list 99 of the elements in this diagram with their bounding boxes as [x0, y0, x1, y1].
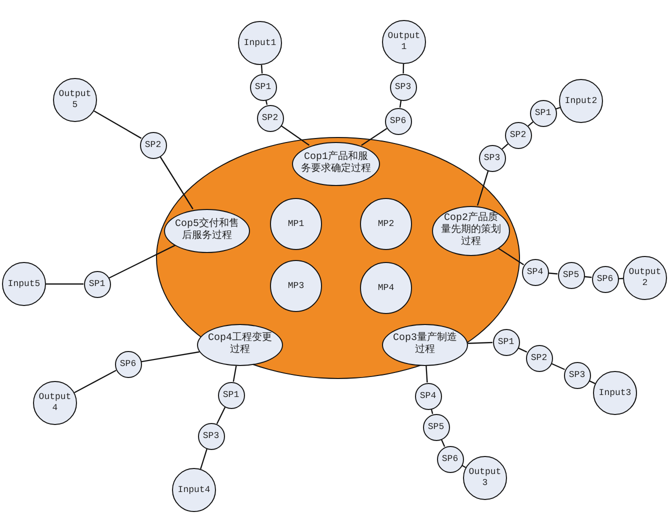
node-label: SP5	[428, 422, 444, 432]
connector-line	[476, 170, 489, 206]
node-label: Cop4工程变更过程	[206, 333, 273, 357]
step-circle	[530, 100, 556, 126]
io-circle	[382, 20, 426, 64]
io-circle	[593, 371, 637, 415]
node-label: SP3	[202, 430, 220, 442]
step-circle	[218, 382, 244, 408]
connector-line	[502, 143, 508, 150]
node-label: Input4	[178, 484, 210, 496]
connector-line	[94, 110, 142, 139]
node-label: MP1	[288, 218, 304, 230]
node-label: Input1	[244, 38, 276, 48]
connector-line	[216, 406, 226, 424]
process-ellipse	[164, 209, 250, 253]
connector-line	[74, 370, 116, 394]
step-circle	[198, 422, 224, 450]
node-label: Output 4	[38, 392, 72, 414]
connector-line	[584, 276, 592, 278]
step-circle	[256, 104, 284, 132]
connector-line	[551, 362, 565, 370]
connector-line	[160, 156, 194, 210]
node-label: SP1	[254, 82, 272, 92]
node-label: SP3	[568, 370, 586, 380]
process-circle	[270, 260, 322, 312]
node-label: SP4	[526, 266, 544, 278]
connector-line	[141, 351, 200, 362]
node-label: MP2	[378, 218, 394, 230]
node-label: Output 3	[468, 467, 502, 489]
node-label: Output 2	[628, 267, 662, 289]
step-circle	[384, 108, 412, 134]
connector-line	[497, 247, 524, 266]
node-label: SP6	[442, 454, 458, 464]
node-label: Output 1	[386, 31, 422, 53]
node-label: SP1	[88, 278, 106, 290]
node-label: Input3	[598, 388, 632, 398]
node-label: MP4	[378, 282, 394, 294]
io-circle	[172, 468, 216, 512]
connector-line	[426, 366, 428, 383]
connector-line	[548, 272, 558, 274]
step-circle	[558, 262, 584, 288]
node-label: Input5	[8, 278, 40, 290]
step-circle	[592, 266, 618, 292]
node-label: SP1	[534, 108, 552, 118]
node-label: SP6	[596, 274, 614, 284]
step-circle	[504, 122, 532, 148]
node-label: SP6	[390, 116, 406, 126]
process-circle	[270, 198, 322, 250]
io-circle	[2, 262, 46, 306]
node-label: Cop5交付和售后服务过程	[174, 219, 240, 243]
step-circle	[422, 414, 450, 440]
node-label: Cop2产品质量先期的策划过程	[440, 213, 502, 249]
io-circle	[33, 381, 77, 425]
node-label: SP4	[420, 390, 436, 402]
step-circle	[250, 74, 276, 100]
node-label: SP3	[394, 82, 412, 92]
io-circle	[53, 78, 97, 122]
connector-line	[46, 283, 84, 285]
node-label: SP5	[562, 270, 580, 280]
node-label: SP2	[530, 352, 548, 364]
process-circle	[360, 198, 412, 250]
node-label: Cop1产品和服务要求确定过程	[301, 152, 371, 176]
connector-line	[399, 100, 402, 108]
connector-line	[518, 347, 528, 353]
connector-line	[108, 244, 176, 279]
step-circle	[84, 270, 110, 298]
step-circle	[114, 350, 142, 378]
io-circle	[559, 79, 603, 123]
connector-line	[260, 64, 263, 74]
connector-line	[361, 128, 388, 146]
step-circle	[390, 74, 416, 100]
step-circle	[436, 446, 464, 472]
connector-line	[402, 64, 404, 74]
node-label: Output 5	[58, 89, 92, 111]
node-label: SP2	[144, 140, 162, 150]
node-label: SP2	[262, 112, 278, 124]
node-label: SP1	[222, 390, 240, 400]
step-circle	[564, 362, 590, 388]
step-circle	[522, 258, 548, 286]
connector-line	[468, 342, 493, 344]
connector-line	[528, 121, 534, 127]
node-label: SP3	[484, 152, 500, 164]
node-label: SP1	[498, 336, 514, 348]
io-circle	[623, 256, 667, 300]
connector-line	[280, 125, 310, 146]
process-ellipse	[432, 206, 510, 256]
connector-line	[232, 366, 237, 382]
node-label: Cop3量产制造过程	[392, 333, 458, 357]
connector-line	[200, 448, 208, 470]
node-label: MP3	[288, 280, 304, 292]
process-circle	[360, 262, 412, 314]
node-label: SP6	[120, 358, 136, 370]
step-circle	[140, 132, 166, 158]
node-label: SP2	[510, 130, 526, 140]
io-circle	[238, 21, 282, 65]
step-circle	[414, 382, 442, 410]
step-circle	[526, 344, 552, 372]
io-circle	[463, 456, 507, 500]
node-label: Input2	[564, 96, 598, 106]
